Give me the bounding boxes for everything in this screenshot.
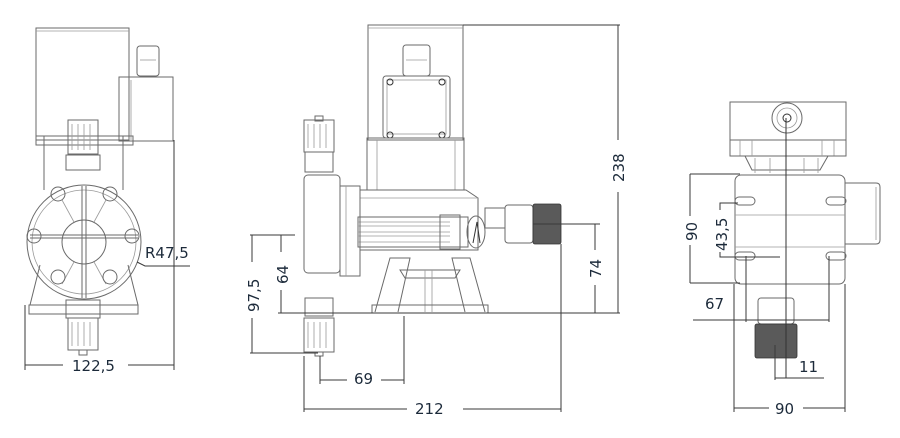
motor-housing-side [367, 24, 464, 141]
top-view: 90 43,5 67 11 90 [683, 101, 881, 418]
dimension-label-suction-inner: 64 [274, 265, 292, 284]
mounting-slot [825, 251, 847, 261]
dimension-label-hole-width: 67 [705, 295, 724, 313]
dimension-label-base-depth: 90 [683, 222, 701, 241]
base-side [371, 304, 489, 314]
dimension-label-total-length: 212 [415, 400, 444, 418]
dimension-label-base-width: 90 [775, 400, 794, 418]
motor-housing [35, 27, 130, 141]
discharge-valve-nut-side [303, 119, 335, 153]
dimension-label-total-height: 238 [610, 153, 628, 182]
dimension-label-discharge-height: 74 [587, 259, 605, 278]
suction-valve-nut [67, 317, 99, 351]
cable-gland-side [402, 44, 431, 77]
mounting-slot [734, 251, 756, 261]
junction-box-side [382, 75, 451, 139]
dimension-label-hole-depth: 43,5 [713, 218, 731, 251]
pump-head-bolts [26, 186, 140, 285]
mounting-slot [734, 196, 756, 206]
base-plate-top [734, 174, 846, 285]
pump-head [26, 184, 142, 300]
side-view: 238 74 64 97,5 69 212 [245, 24, 628, 418]
junction-box [118, 76, 174, 142]
dimension-label-outlet-offset: 11 [799, 358, 818, 376]
cable-gland [136, 45, 160, 77]
dimension-label-suction-outer: 97,5 [245, 279, 263, 312]
stroke-mechanism [357, 214, 486, 250]
front-view: R47,5 122,5 [24, 27, 190, 375]
mounting-slot [825, 196, 847, 206]
base-plate [28, 304, 139, 315]
dimension-label-radius: R47,5 [145, 244, 189, 262]
dimension-leader-radius [136, 261, 190, 267]
pump-head-side [303, 174, 341, 274]
suction-valve-nut-side [303, 317, 335, 353]
dimension-label-foot: 69 [354, 370, 373, 388]
discharge-valve-nut [67, 119, 99, 155]
stroke-adjust-dial [466, 215, 486, 249]
dimension-label-width: 122,5 [72, 357, 115, 375]
suction-knob-top [754, 323, 798, 359]
